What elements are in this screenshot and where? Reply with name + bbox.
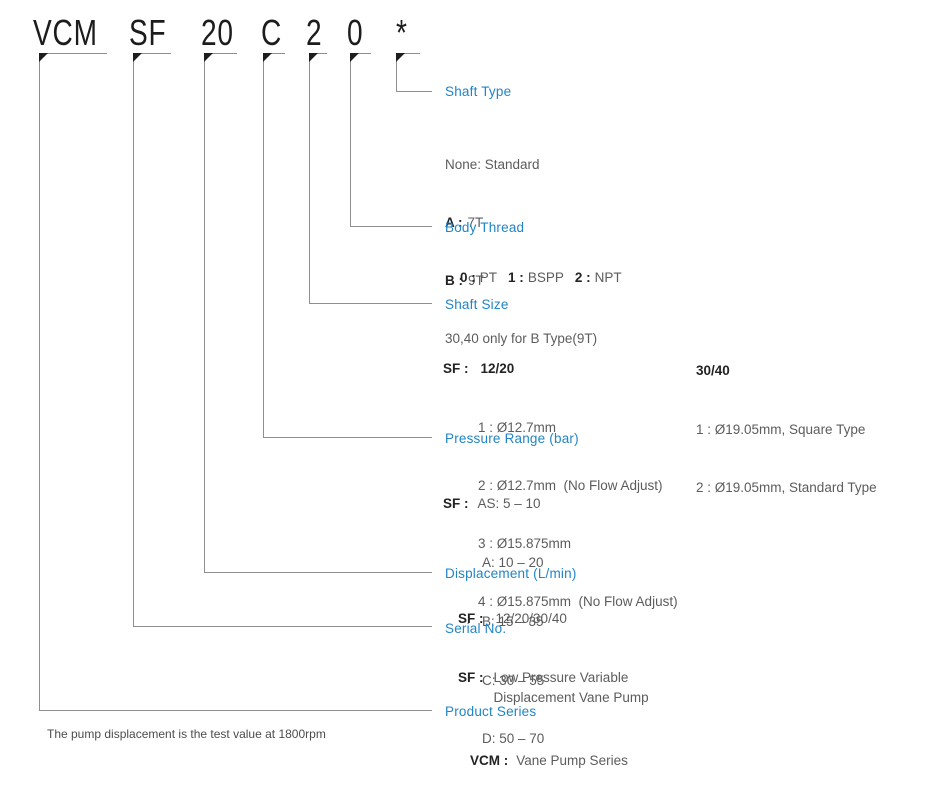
pressure-range-option: B: 15 – 35	[482, 613, 544, 629]
code-segment-pressure: C	[261, 12, 283, 53]
product-series-value-row: VCM :Vane Pump Series	[470, 753, 628, 769]
body-thread-options: 0 :PT 1 :BSPP 2 :NPT	[445, 249, 622, 307]
code-segment-shaft-type: *	[396, 12, 408, 53]
code-segment-series: VCM	[33, 12, 98, 53]
shaft-size-3040-option: 1 : Ø19.05mm, Square Type	[696, 422, 866, 438]
shaft-size-option: 3 : Ø15.875mm	[478, 536, 572, 552]
shaft-type-option-b: B :9T	[445, 273, 484, 289]
code-segment-displacement: 20	[201, 12, 234, 53]
shaft-size-option: 4 : Ø15.875mm (No Flow Adjust)	[478, 594, 678, 610]
pressure-range-first: SF :AS: 5 – 10	[443, 496, 541, 512]
shaft-type-option-a: A :7T	[445, 215, 484, 231]
shaft-size-3040-option: 2 : Ø19.05mm, Standard Type	[696, 480, 877, 496]
code-segment-body-thread: 0	[347, 12, 364, 53]
code-segment-serial: SF	[129, 12, 167, 53]
body-thread-option-1: 1 :BSPP	[508, 270, 564, 286]
code-segment-shaft-size: 2	[306, 12, 323, 53]
shaft-size-title: Shaft Size	[445, 297, 509, 312]
serial-no-title: Serial No.	[445, 621, 507, 636]
pressure-range-option: A: 10 – 20	[482, 554, 544, 570]
shaft-type-title: Shaft Type	[445, 84, 512, 99]
shaft-type-options: None: Standard A :7T B :9T 30,40 only fo…	[445, 116, 597, 388]
body-thread-option-0: 0 :PT	[460, 270, 498, 286]
shaft-size-3040-column: 30/40 1 : Ø19.05mm, Square Type 2 : Ø19.…	[696, 322, 877, 536]
body-thread-option-2: 2 :NPT	[574, 270, 622, 286]
shaft-size-option: 2 : Ø12.7mm (No Flow Adjust)	[478, 478, 663, 494]
shaft-size-3040-header: 30/40	[696, 362, 730, 378]
footnote: The pump displacement is the test value …	[47, 727, 326, 741]
shaft-type-note: 30,40 only for B Type(9T)	[445, 331, 598, 347]
displacement-title: Displacement (L/min)	[445, 566, 577, 581]
pressure-range-option: C: 30 – 55	[482, 672, 545, 688]
shaft-size-option: 1 : Ø12.7mm	[478, 420, 557, 436]
pressure-range-options: SF :AS: 5 – 10 A: 10 – 20 B: 15 – 35 C: …	[443, 455, 544, 785]
product-series-title: Product Series	[445, 704, 537, 719]
pressure-range-title: Pressure Range (bar)	[445, 431, 579, 446]
shaft-size-sf-header: SF :12/20	[443, 360, 515, 376]
shaft-size-sf-column: SF :12/20 1 : Ø12.7mm 2 : Ø12.7mm (No Fl…	[443, 320, 678, 650]
pressure-range-option: D: 50 – 70	[482, 731, 545, 747]
body-thread-title: Body Thread	[445, 220, 525, 235]
displacement-value-row: SF :12/20/30/40	[458, 611, 567, 627]
shaft-type-none: None: Standard	[445, 156, 540, 172]
